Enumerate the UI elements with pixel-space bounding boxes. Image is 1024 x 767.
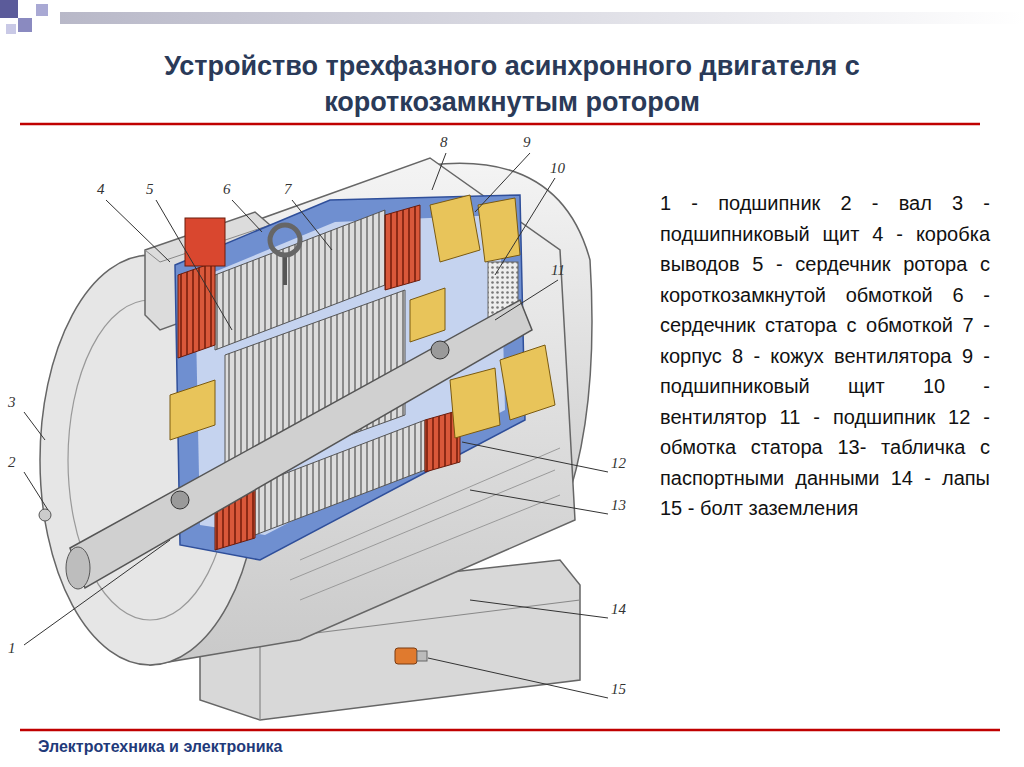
callout-number: 11 [551, 262, 565, 279]
callout-number: 6 [223, 181, 231, 198]
callout-number: 9 [523, 134, 531, 151]
callout-number: 2 [8, 454, 16, 471]
callout-number: 14 [611, 601, 626, 618]
callout-number: 8 [440, 134, 448, 151]
callout-number: 3 [8, 394, 16, 411]
callout-number: 12 [611, 455, 626, 472]
callout-number: 4 [97, 181, 105, 198]
callout-number: 5 [146, 181, 154, 198]
callout-number: 1 [8, 640, 16, 657]
callout-number: 10 [550, 160, 565, 177]
callout-number: 13 [611, 497, 626, 514]
callout-number: 7 [284, 181, 292, 198]
footer-text: Электротехника и электроника [38, 737, 282, 757]
callout-number: 15 [611, 681, 626, 698]
slide-title: Устройство трехфазного асинхронного двиг… [60, 48, 964, 120]
legend-text: 1 - подшипник 2 - вал 3 - подшипниковый … [660, 188, 990, 524]
